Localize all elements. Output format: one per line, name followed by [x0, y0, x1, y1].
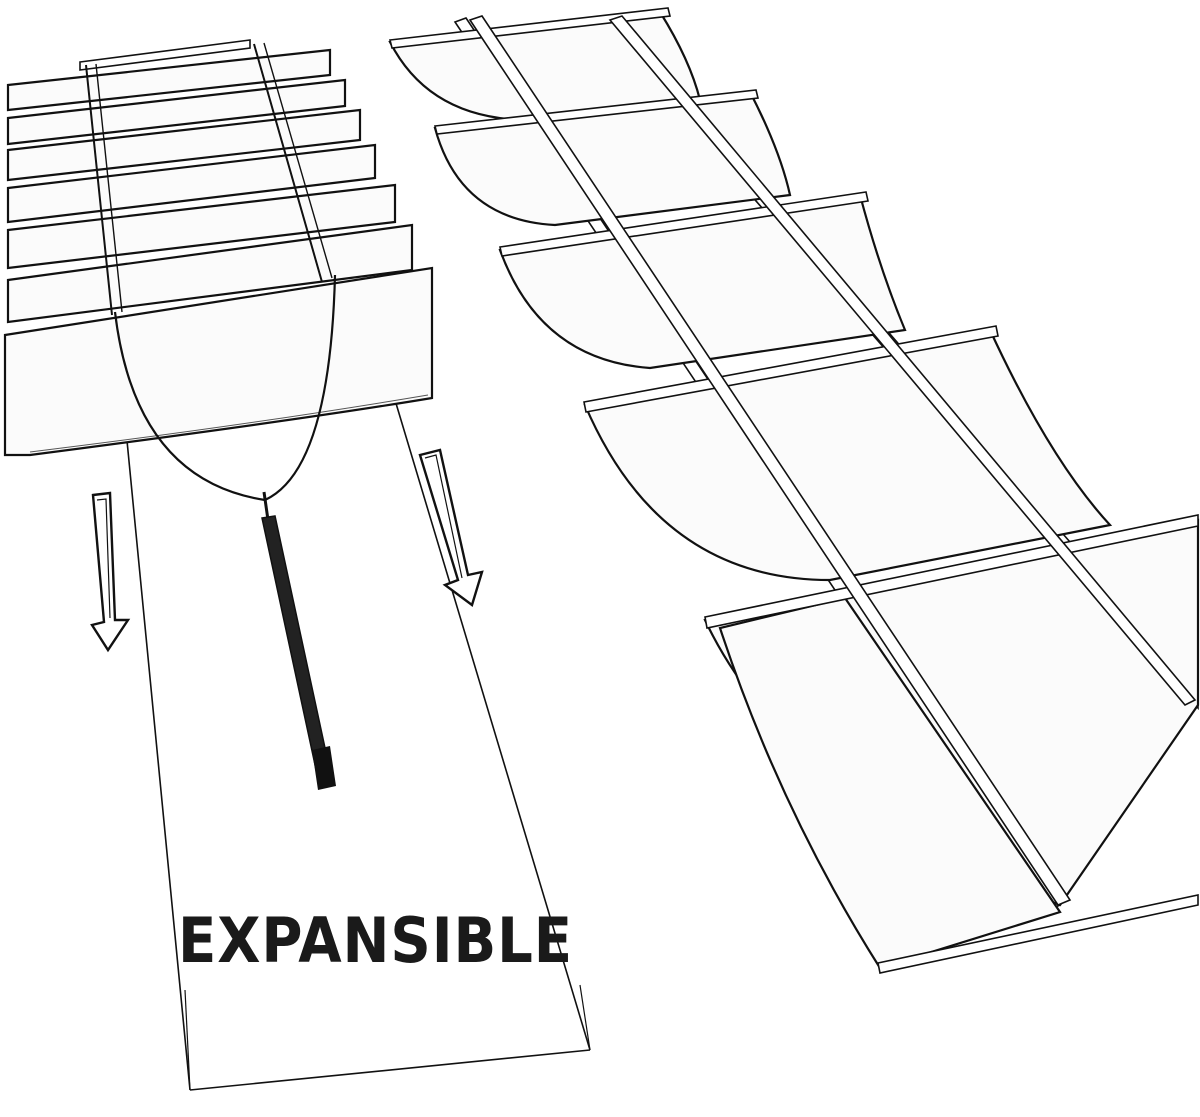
expansion-outline — [124, 399, 591, 1091]
top-rail — [79, 39, 251, 71]
folded-panels — [3, 48, 434, 457]
swag-panel — [583, 328, 1113, 582]
center-rail — [468, 15, 1072, 906]
stack-rails — [85, 42, 333, 316]
extended-shade — [388, 7, 1200, 974]
down-arrow-icon — [90, 491, 131, 653]
down-arrow-icon — [418, 448, 484, 607]
retracted-shade: EXPANSIBLE — [3, 39, 591, 1091]
mid-rail — [608, 15, 1197, 706]
expansible-label: EXPANSIBLE — [178, 904, 573, 977]
pull-rod — [261, 491, 336, 790]
folded-panel — [6, 223, 414, 324]
folded-panel — [3, 266, 434, 457]
